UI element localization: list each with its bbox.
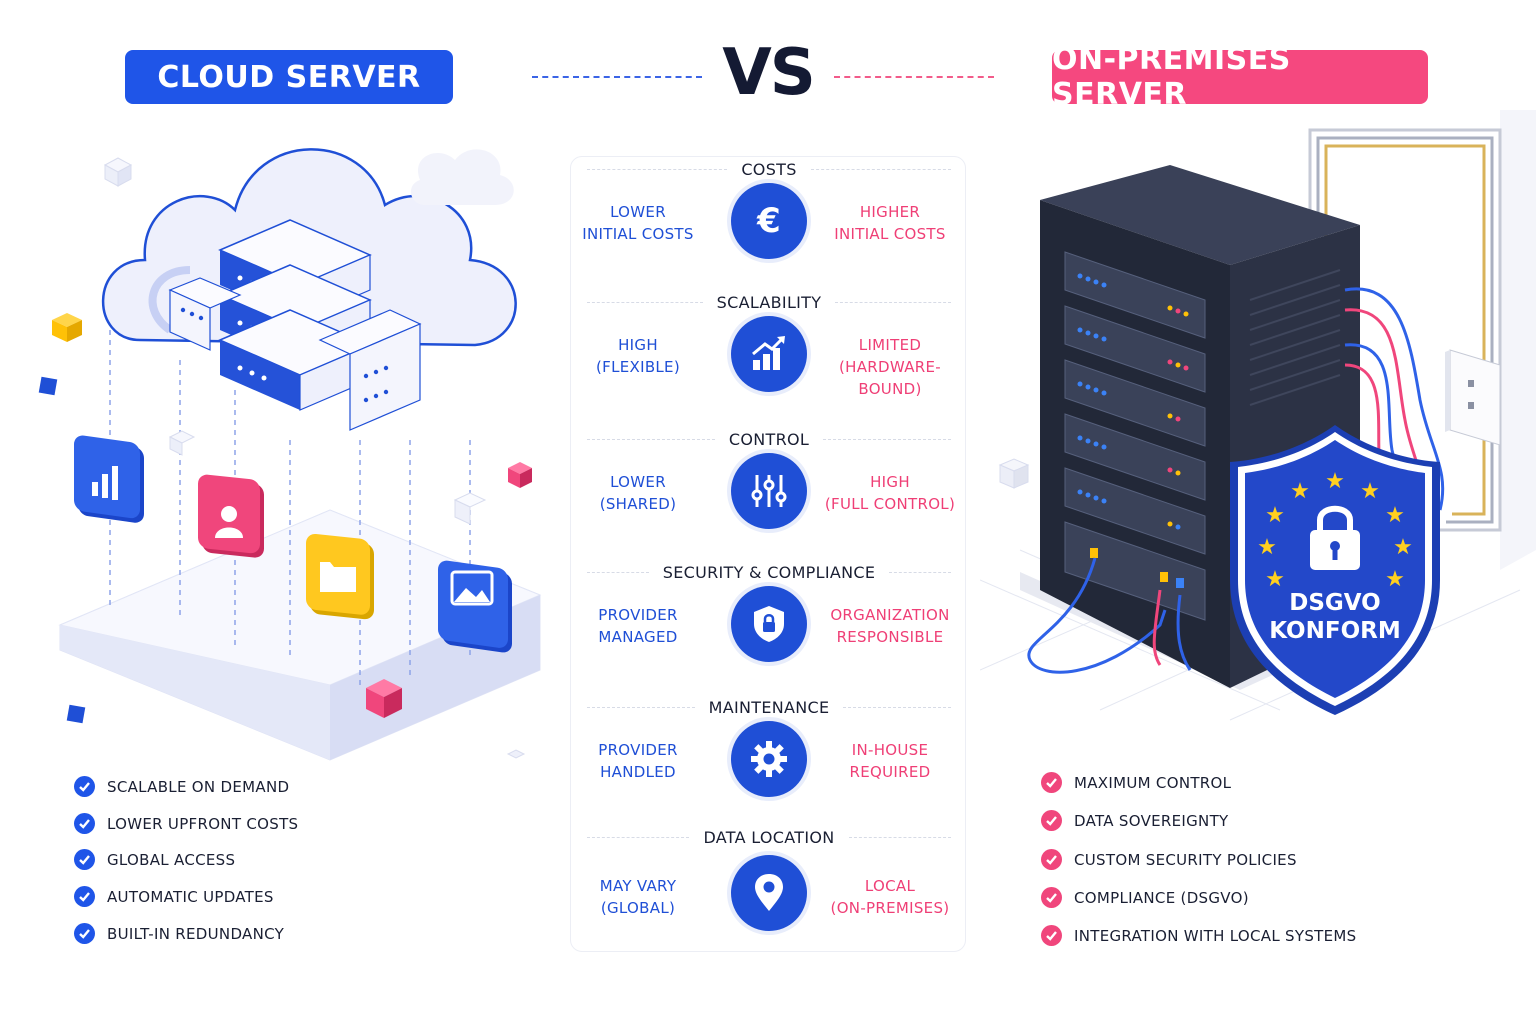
cloud-server-title: CLOUD SERVER bbox=[125, 50, 453, 104]
onprem-server-title: ON-PREMISES SERVER bbox=[1052, 42, 1428, 112]
svg-text:★: ★ bbox=[1385, 503, 1405, 528]
shield-line-1: DSGVO bbox=[1289, 590, 1380, 616]
svg-text:★: ★ bbox=[1360, 479, 1380, 504]
dsgvo-shield-icon: ★ ★ ★ ★ ★ ★ ★ ★ ★ DSGVO KONFORM bbox=[1230, 425, 1440, 715]
comparison-heading: MAINTENANCE bbox=[571, 695, 967, 719]
sliders-icon bbox=[731, 453, 807, 529]
comparison-heading: COSTS bbox=[571, 157, 967, 181]
check-icon bbox=[1041, 925, 1062, 946]
server-stack-icon bbox=[168, 219, 422, 431]
svg-text:€: € bbox=[756, 201, 781, 241]
list-item: DATA SOVEREIGNTY bbox=[1041, 810, 1229, 831]
comparison-heading: SECURITY & COMPLIANCE bbox=[571, 560, 967, 584]
svg-text:★: ★ bbox=[1265, 567, 1285, 592]
vs-divider-left bbox=[532, 76, 702, 78]
svg-text:★: ★ bbox=[1290, 479, 1310, 504]
cloud-value: HIGH(FLEXIBLE) bbox=[596, 336, 680, 376]
gear-icon bbox=[731, 721, 807, 797]
euro-icon: € bbox=[731, 183, 807, 259]
list-item: SCALABLE ON DEMAND bbox=[74, 776, 289, 797]
vs-label: VS bbox=[722, 36, 816, 110]
list-item: MAXIMUM CONTROL bbox=[1041, 772, 1231, 793]
comparison-row-scalability: SCALABILITY HIGH(FLEXIBLE) LIMITED(HARDW… bbox=[571, 290, 967, 426]
cloud-value: MAY VARY(GLOBAL) bbox=[599, 877, 677, 917]
image-app-icon bbox=[438, 560, 512, 653]
check-icon bbox=[74, 923, 95, 944]
list-item: GLOBAL ACCESS bbox=[74, 849, 235, 870]
junction-box-icon bbox=[1445, 349, 1501, 446]
decorative-cube bbox=[998, 458, 1030, 489]
check-icon bbox=[74, 776, 95, 797]
location-pin-icon bbox=[731, 855, 807, 931]
eu-stars: ★ ★ ★ ★ ★ ★ ★ ★ ★ bbox=[1257, 469, 1413, 592]
check-icon bbox=[74, 849, 95, 870]
comparison-heading: DATA LOCATION bbox=[571, 825, 967, 849]
check-icon bbox=[1041, 810, 1062, 831]
comparison-heading: SCALABILITY bbox=[571, 290, 967, 314]
analytics-app-icon bbox=[74, 435, 144, 523]
user-app-icon bbox=[198, 474, 264, 558]
wall-conduits bbox=[1308, 128, 1502, 532]
check-icon bbox=[1041, 887, 1062, 908]
folder-app-icon bbox=[306, 534, 374, 620]
svg-text:★: ★ bbox=[1265, 503, 1285, 528]
small-cloud-icon bbox=[410, 149, 514, 205]
svg-text:★: ★ bbox=[1325, 469, 1345, 494]
svg-text:★: ★ bbox=[1257, 535, 1277, 560]
wall bbox=[1260, 110, 1536, 570]
shield-lock-icon bbox=[731, 586, 807, 662]
comparison-heading: CONTROL bbox=[571, 427, 967, 451]
onprem-value: HIGH(FULL CONTROL) bbox=[824, 473, 956, 513]
onprem-value: LIMITED(HARDWARE-BOUND) bbox=[839, 336, 941, 398]
svg-text:★: ★ bbox=[1385, 567, 1405, 592]
shield-line-2: KONFORM bbox=[1269, 618, 1400, 644]
onprem-value: LOCAL(ON-PREMISES) bbox=[830, 877, 950, 917]
list-item: COMPLIANCE (DSGVO) bbox=[1041, 887, 1249, 908]
comparison-row-data-location: DATA LOCATION MAY VARY(GLOBAL) LOCAL(ON-… bbox=[571, 825, 967, 961]
check-icon bbox=[1041, 849, 1062, 870]
decorative-cubes bbox=[38, 157, 532, 759]
cloud-server-illustration bbox=[38, 148, 542, 761]
growth-chart-icon bbox=[731, 316, 807, 392]
comparison-row-control: CONTROL LOWER(SHARED) HIGH(FULL CONTROL) bbox=[571, 427, 967, 563]
check-icon bbox=[74, 813, 95, 834]
svg-text:★: ★ bbox=[1393, 535, 1413, 560]
vs-divider-right bbox=[834, 76, 994, 78]
padlock-icon bbox=[1310, 505, 1360, 570]
cloud-value: LOWER(SHARED) bbox=[599, 473, 677, 513]
rack-server-units bbox=[1064, 251, 1206, 621]
list-item: INTEGRATION WITH LOCAL SYSTEMS bbox=[1041, 925, 1356, 946]
check-icon bbox=[1041, 772, 1062, 793]
check-icon bbox=[74, 886, 95, 907]
list-item: AUTOMATIC UPDATES bbox=[74, 886, 274, 907]
list-item: BUILT-IN REDUNDANCY bbox=[74, 923, 284, 944]
list-item: CUSTOM SECURITY POLICIES bbox=[1041, 849, 1297, 870]
list-item: LOWER UPFRONT COSTS bbox=[74, 813, 298, 834]
onprem-server-illustration: ★ ★ ★ ★ ★ ★ ★ ★ ★ DSGVO KONFORM bbox=[980, 110, 1536, 721]
